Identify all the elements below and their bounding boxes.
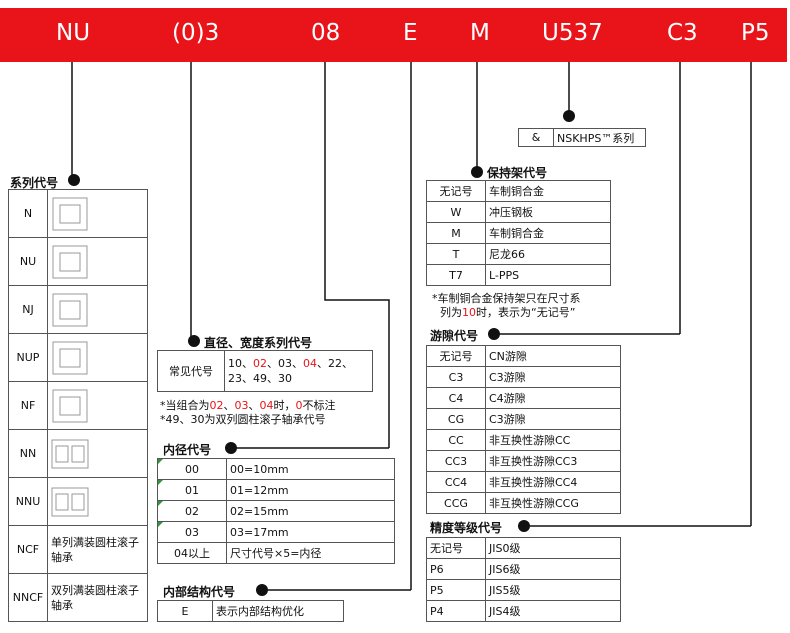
bore-code: 01 [157, 479, 227, 501]
cage-desc: 车制铜合金 [485, 222, 611, 244]
clearance-desc: CN游隙 [485, 345, 621, 367]
clearance-desc: C4游隙 [485, 387, 621, 409]
series-desc: 单列满装圆柱滚子轴承 [47, 525, 148, 574]
series-desc: 双列满装圆柱滚子轴承 [47, 573, 148, 622]
series-code: NCF [8, 525, 48, 574]
cage-note-2: 列为10时，表示为“无记号” [440, 306, 576, 319]
clearance-code: CG [426, 408, 486, 430]
special-code-table: & NSKHPS™系列 [518, 128, 646, 147]
series-code: NN [8, 429, 48, 478]
internal-title: 内部结构代号 [163, 585, 236, 599]
series-code: NJ [8, 285, 48, 334]
clearance-code: C3 [426, 366, 486, 388]
bearing-image [47, 477, 148, 526]
code-cage: M [470, 20, 490, 46]
precision-code: P6 [426, 558, 486, 580]
dimension-title: 直径、宽度系列代号 [204, 336, 313, 350]
clearance-desc: 非互换性游隙CC3 [485, 450, 621, 472]
cage-code: T7 [426, 264, 486, 286]
bore-code: 04以上 [157, 542, 227, 564]
special-code-desc: NSKHPS™系列 [553, 128, 646, 147]
dimension-table: 常见代号 10、02、03、04、22、 23、49、30 [157, 350, 373, 392]
clearance-code: C4 [426, 387, 486, 409]
bearing-image [47, 381, 148, 430]
clearance-desc: C3游隙 [485, 366, 621, 388]
special-code-symbol: & [518, 128, 554, 147]
clearance-title: 游隙代号 [430, 329, 479, 343]
series-code: NF [8, 381, 48, 430]
cage-desc: L-PPS [485, 264, 611, 286]
precision-code: 无记号 [426, 537, 486, 559]
bore-desc: 00=10mm [226, 458, 395, 480]
bore-desc: 尺寸代号×5=内径 [226, 542, 395, 564]
series-code: NNCF [8, 573, 48, 622]
dimension-codes: 10、02、03、04、22、 23、49、30 [224, 350, 373, 392]
cage-desc: 车制铜合金 [485, 180, 611, 202]
precision-desc: JIS4级 [485, 600, 621, 622]
code-banner [0, 8, 787, 62]
bore-desc: 01=12mm [226, 479, 395, 501]
cage-code: M [426, 222, 486, 244]
clearance-code: CC [426, 429, 486, 451]
code-series: NU [56, 20, 91, 46]
cage-code: 无记号 [426, 180, 486, 202]
cage-code: T [426, 243, 486, 265]
bore-code: 03 [157, 521, 227, 543]
clearance-desc: 非互换性游隙CC4 [485, 471, 621, 493]
bearing-image [47, 237, 148, 286]
cage-desc: 尼龙66 [485, 243, 611, 265]
bore-code: 02 [157, 500, 227, 522]
code-clearance: C3 [667, 20, 698, 46]
precision-code: P5 [426, 579, 486, 601]
cage-note-1: *车制铜合金保持架只在尺寸系 [432, 292, 581, 305]
clearance-code: CC4 [426, 471, 486, 493]
clearance-desc: 非互换性游隙CC [485, 429, 621, 451]
series-code: NNU [8, 477, 48, 526]
bearing-image [47, 189, 148, 238]
series-code: NUP [8, 333, 48, 382]
clearance-code: CC3 [426, 450, 486, 472]
bearing-image [47, 429, 148, 478]
bore-code: 00 [157, 458, 227, 480]
cage-title: 保持架代号 [487, 166, 548, 180]
cage-code: W [426, 201, 486, 223]
dimension-label: 常见代号 [157, 350, 225, 392]
bore-desc: 02=15mm [226, 500, 395, 522]
internal-code: E [157, 600, 213, 622]
clearance-code: 无记号 [426, 345, 486, 367]
series-code: NU [8, 237, 48, 286]
clearance-desc: C3游隙 [485, 408, 621, 430]
cage-desc: 冲压钢板 [485, 201, 611, 223]
series-code: N [8, 189, 48, 238]
clearance-desc: 非互换性游隙CCG [485, 492, 621, 514]
dimension-note-2: *49、30为双列圆柱滚子轴承代号 [160, 413, 326, 426]
code-internal: E [403, 20, 418, 46]
precision-code: P4 [426, 600, 486, 622]
bore-title: 内径代号 [163, 443, 212, 457]
code-dimension: (0)3 [172, 20, 220, 46]
precision-desc: JIS5级 [485, 579, 621, 601]
precision-desc: JIS0级 [485, 537, 621, 559]
dimension-note-1: *当组合为02、03、04时，0不标注 [160, 399, 336, 412]
code-precision: P5 [741, 20, 770, 46]
clearance-code: CCG [426, 492, 486, 514]
internal-desc: 表示内部结构优化 [212, 600, 344, 622]
bore-desc: 03=17mm [226, 521, 395, 543]
bearing-image [47, 285, 148, 334]
code-special: U537 [542, 20, 603, 46]
bearing-image [47, 333, 148, 382]
precision-desc: JIS6级 [485, 558, 621, 580]
precision-title: 精度等级代号 [430, 521, 503, 535]
series-title: 系列代号 [10, 176, 59, 190]
code-bore: 08 [311, 20, 341, 46]
